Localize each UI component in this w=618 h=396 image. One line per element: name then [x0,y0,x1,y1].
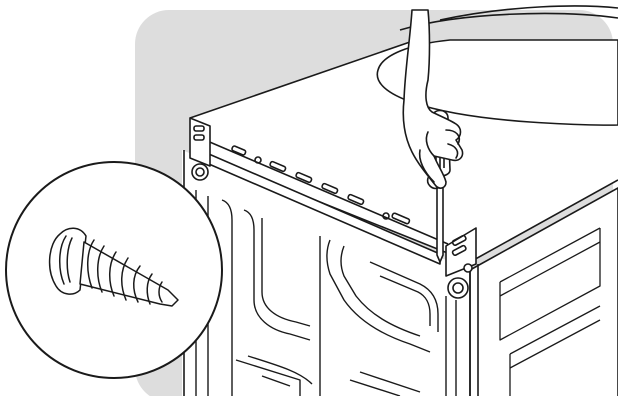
screw-callout [6,162,222,378]
screwdriver-shaft [437,176,443,262]
left-corner-bracket [190,118,210,180]
front-knob [448,278,468,298]
